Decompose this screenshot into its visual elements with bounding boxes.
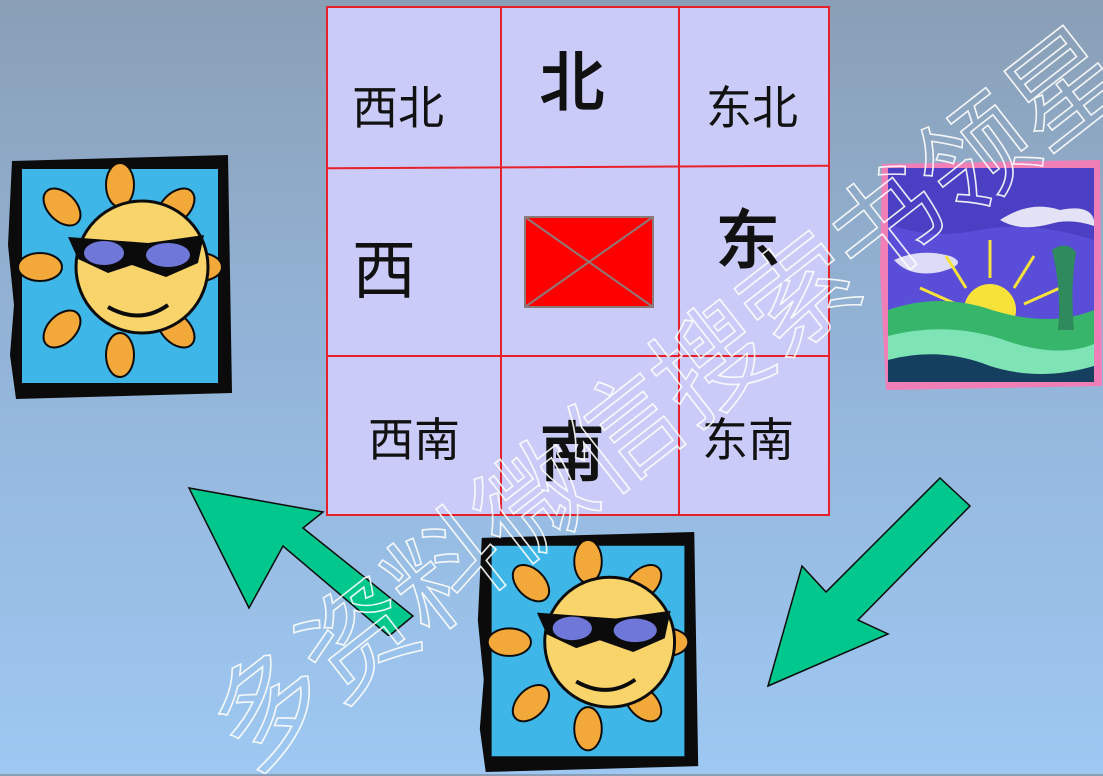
grid-divider-v2 [678,8,680,514]
grid-divider-h1 [327,164,829,170]
label-west: 西 [352,235,416,309]
label-east: 东 [716,204,780,279]
sun-clipart-bottom [477,532,701,776]
arrow-down-left [766,476,972,688]
broken-image-icon [524,216,654,308]
direction-grid: 西北 北 东北 西 东 西南 南 东南 [326,6,830,516]
label-northwest: 西北 [352,81,444,135]
sun-with-sunglasses-icon [477,532,699,772]
arrow-up-left [187,486,415,636]
arrow-icon [187,486,415,636]
label-southwest: 西南 [368,413,460,467]
arrow-icon [766,476,972,688]
sun-clipart-left [8,155,234,403]
label-southeast: 东南 [702,413,794,467]
sunrise-landscape-clipart [880,160,1103,394]
grid-divider-v1 [500,8,502,514]
sunrise-landscape-icon [880,160,1102,390]
grid-divider-h2 [328,355,828,357]
center-placeholder-box [524,216,654,308]
sun-with-sunglasses-icon [8,155,232,399]
label-north: 北 [540,46,604,121]
label-northeast: 东北 [706,81,798,135]
label-south: 南 [540,416,604,491]
